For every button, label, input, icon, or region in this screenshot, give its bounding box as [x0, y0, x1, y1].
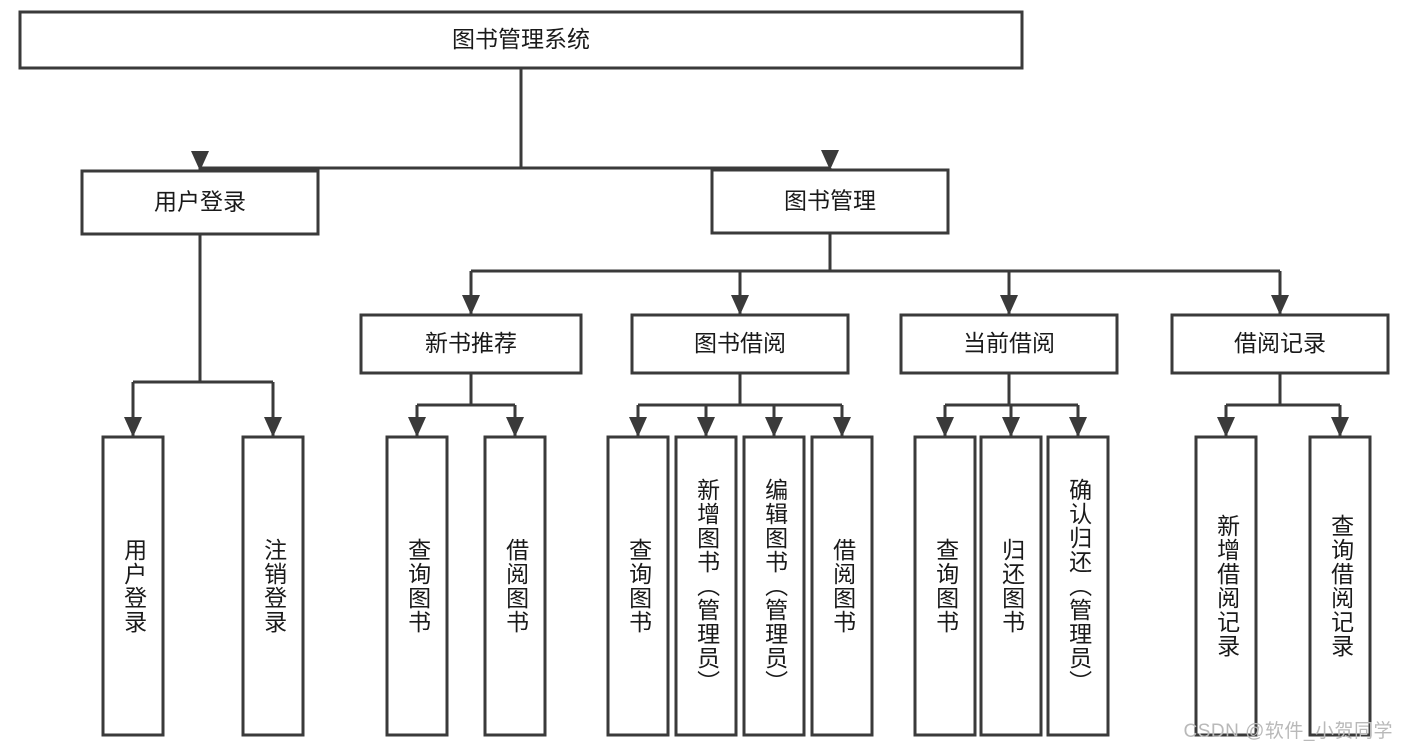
node-box-leaf-logout[interactable] [241, 435, 305, 737]
node-box-borrow-record[interactable] [1170, 313, 1390, 375]
arrow-head-icon [1217, 417, 1235, 437]
arrow-head-icon [1002, 417, 1020, 437]
arrow-head-icon [629, 417, 647, 437]
node-box-current-borrow[interactable] [899, 313, 1119, 375]
edges-layer [124, 68, 1349, 437]
node-box-book-borrow[interactable] [630, 313, 850, 375]
arrow-head-icon [462, 295, 480, 315]
node-label-user-login: 用户登录 [154, 189, 246, 215]
node-box-leaf-query-book-cur[interactable] [913, 435, 977, 737]
arrow-head-icon [731, 295, 749, 315]
boxes-layer [18, 10, 1390, 737]
arrow-head-icon [1000, 295, 1018, 315]
node-label-new-book-rec: 新书推荐 [425, 330, 517, 356]
node-box-new-book-rec[interactable] [359, 313, 583, 375]
csdn-watermark: CSDN @软件_小贺同学 [1183, 721, 1393, 742]
arrow-head-icon [833, 417, 851, 437]
node-box-book-manage[interactable] [710, 168, 950, 235]
arrow-head-icon [191, 151, 209, 171]
arrow-head-icon [1271, 295, 1289, 315]
arrow-head-icon [697, 417, 715, 437]
node-label-root: 图书管理系统 [452, 26, 590, 52]
node-box-leaf-query-book-rec[interactable] [385, 435, 449, 737]
arrow-head-icon [936, 417, 954, 437]
node-box-leaf-confirm-return[interactable] [1046, 435, 1110, 737]
arrow-head-icon [821, 150, 839, 170]
node-box-user-login[interactable] [80, 169, 320, 236]
node-label-book-borrow: 图书借阅 [694, 330, 786, 356]
node-box-leaf-add-book[interactable] [674, 435, 738, 737]
node-box-leaf-return-book[interactable] [979, 435, 1043, 737]
arrow-head-icon [124, 417, 142, 437]
node-label-current-borrow: 当前借阅 [963, 330, 1055, 356]
arrow-head-icon [1069, 417, 1087, 437]
arrow-head-icon [408, 417, 426, 437]
node-label-borrow-record: 借阅记录 [1234, 330, 1326, 356]
node-box-leaf-borrow-book-rec[interactable] [483, 435, 547, 737]
node-box-leaf-query-book-borrow[interactable] [606, 435, 670, 737]
node-label-book-manage: 图书管理 [784, 188, 876, 214]
arrow-head-icon [1331, 417, 1349, 437]
arrow-head-icon [264, 417, 282, 437]
node-box-leaf-add-record[interactable] [1194, 435, 1258, 737]
node-box-leaf-borrow-book[interactable] [810, 435, 874, 737]
node-box-leaf-user-login[interactable] [101, 435, 165, 737]
node-box-root[interactable] [18, 10, 1024, 70]
arrow-head-icon [765, 417, 783, 437]
arrow-head-icon [506, 417, 524, 437]
node-box-leaf-query-record[interactable] [1308, 435, 1372, 737]
node-box-leaf-edit-book[interactable] [742, 435, 806, 737]
